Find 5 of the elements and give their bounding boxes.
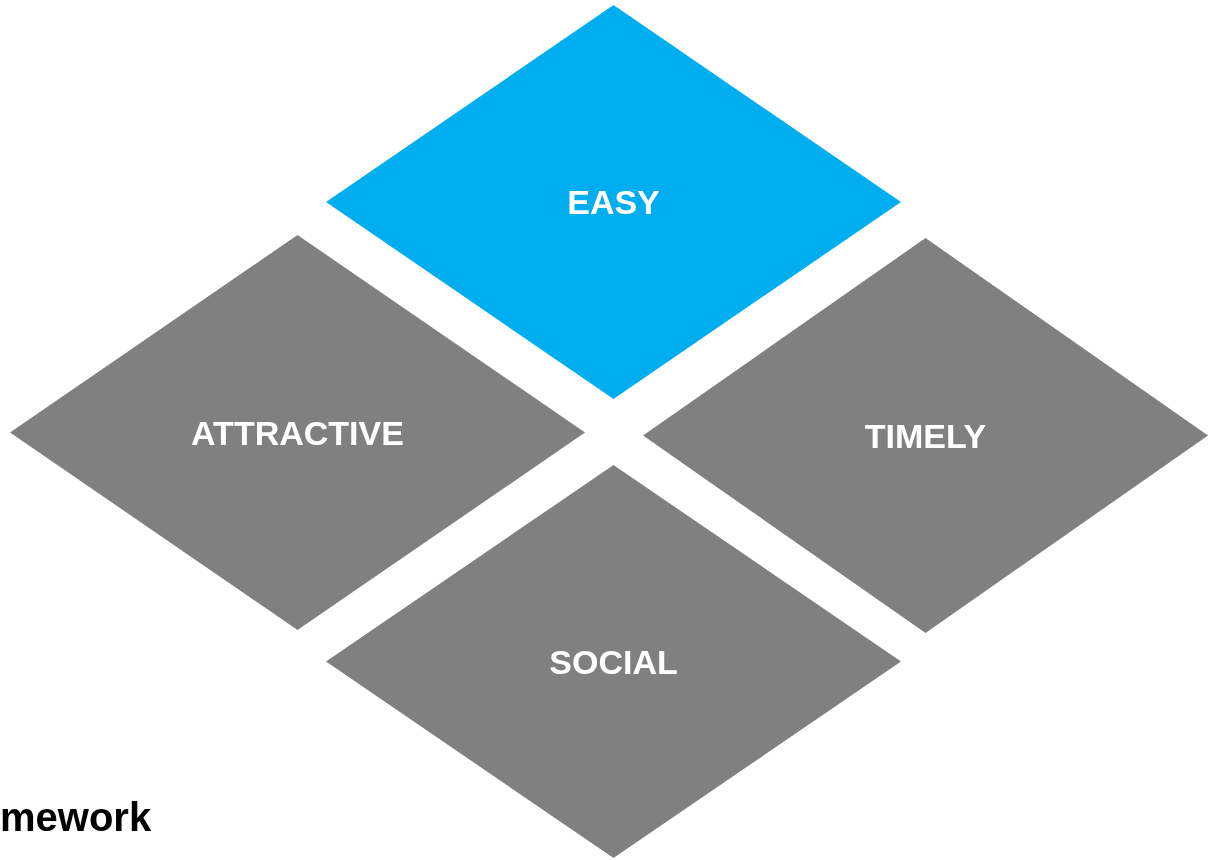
diamond-label: SOCIAL [548,644,679,679]
heading-text: mework [0,795,152,840]
diamond-label: ATTRACTIVE [190,415,405,450]
diamond-label: TIMELY [863,418,988,453]
diamond-label: EASY [566,185,661,219]
